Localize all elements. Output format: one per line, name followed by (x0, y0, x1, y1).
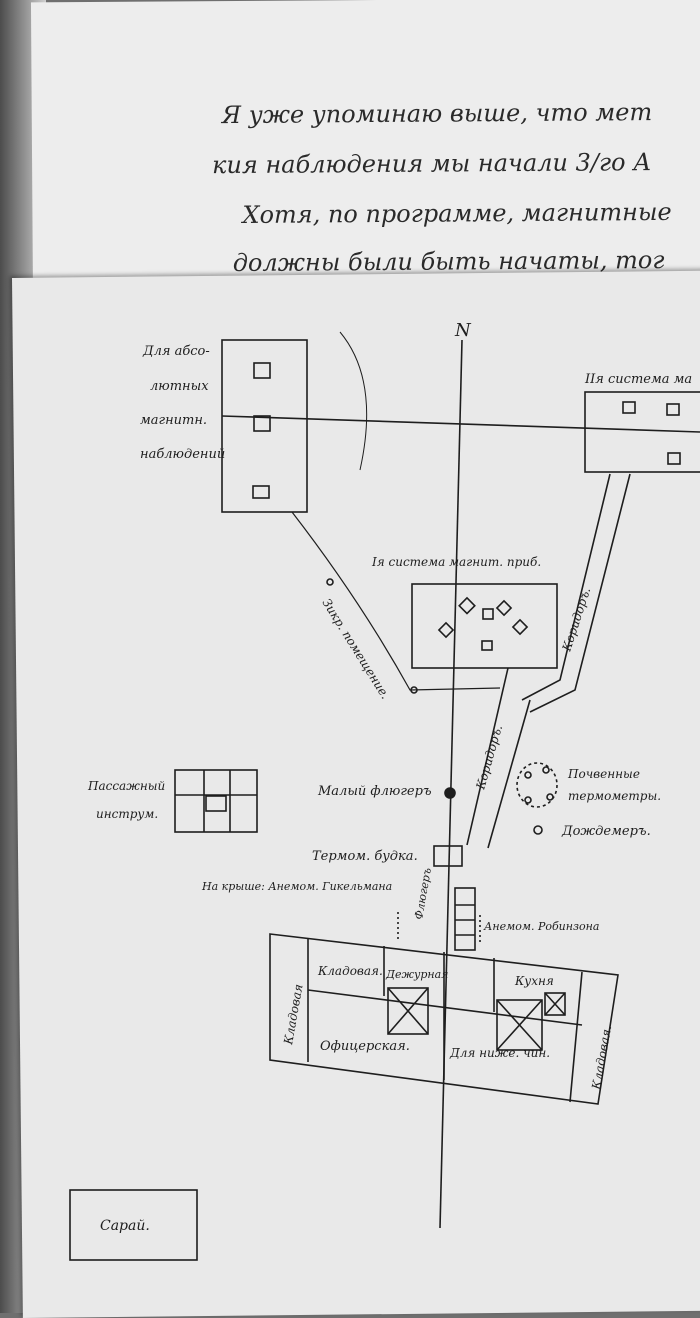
soil-label-1: Почвенные (567, 767, 640, 781)
raingauge-label: Дождемеръ. (561, 824, 651, 839)
system1-label: Iя система магнит. приб. (371, 555, 541, 569)
kitchen-stove (496, 999, 543, 1051)
scientists-label: Для ниже. чин. (449, 1046, 550, 1060)
barn-label: Сарай. (100, 1218, 150, 1234)
lower-corridor-label: Коридоръ. (473, 723, 505, 792)
cable-label: Зикр. помещение. (319, 596, 392, 701)
upper-corridor-left (521, 473, 611, 701)
north-label: N (454, 320, 472, 341)
lower-corridor (466, 667, 509, 846)
vane-tower (454, 887, 476, 951)
abs-obs-label-2: лютных (150, 379, 209, 394)
abs-obs-hut (221, 339, 308, 513)
robinson-label: Анемом. Робинзона (483, 920, 599, 933)
main-building (269, 933, 619, 1105)
storeroom-right-label: Кладовая. (589, 1024, 614, 1091)
upper-corridor-label: Коридоръ. (559, 586, 593, 654)
psychrometer-label: Малый флюгеръ (317, 784, 432, 799)
storeroom-mid-label: Кладовая. (317, 964, 383, 978)
duty-label: Дежурная (385, 968, 448, 981)
thermo-booth (433, 845, 463, 867)
officers-label: Офицерская. (320, 1039, 410, 1054)
alignment-line (221, 415, 700, 433)
passage-label-1: Пассажный (87, 779, 165, 793)
flyuger-label: Флюгеръ (412, 867, 434, 921)
abs-obs-label-4: наблюдений (140, 447, 225, 462)
barn (69, 1189, 198, 1261)
abs-obs-label-3: магнитн. (140, 413, 207, 428)
soil-label-2: термометры. (568, 789, 661, 803)
storeroom-left-label: Кладовая (281, 983, 306, 1047)
meridian-line (439, 339, 463, 1229)
roof-label: На крыше: Анемом. Гикельмана (201, 880, 392, 893)
officers-stove (387, 987, 429, 1035)
psychrometer-dot (444, 787, 456, 799)
system2-hut (584, 391, 700, 473)
kitchen-label: Кухня (514, 974, 554, 988)
soil-thermometers (516, 762, 558, 808)
system1-hut (411, 583, 558, 669)
abs-obs-label-1: Для абсо- (142, 344, 210, 359)
cable-line (291, 511, 501, 691)
passage-label-2: инструм. (96, 807, 158, 821)
system2-label: IIя система ма (584, 372, 692, 387)
passage-instrument-hut (174, 769, 258, 833)
thermo-booth-label: Термом. будка. (312, 849, 418, 864)
raingauge (533, 825, 543, 835)
